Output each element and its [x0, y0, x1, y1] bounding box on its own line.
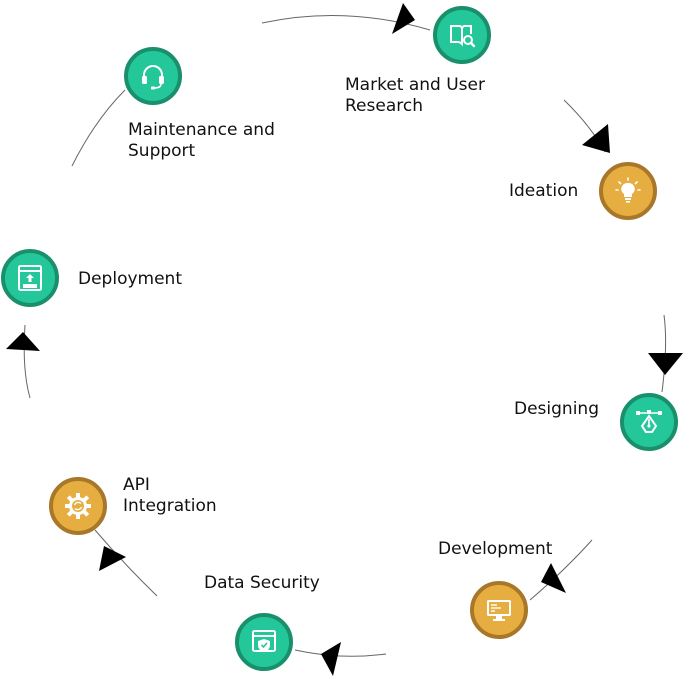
maintenance-label-line-1: Maintenance and: [128, 120, 275, 140]
development-label: Development: [438, 539, 552, 560]
arrow-to-designing: [648, 353, 683, 375]
arrow-to-api: [99, 546, 126, 571]
arrow-to-deployment: [6, 332, 40, 351]
gear-sync-icon: [65, 493, 91, 519]
maintenance-label-line-2: Support: [128, 141, 196, 161]
market-research-label-line-1: Market and User: [345, 75, 485, 95]
arrow-to-development: [541, 563, 566, 593]
arc-security-to-api: [94, 529, 158, 597]
lightbulb-icon: [615, 177, 641, 203]
market-research-label-line-2: Research: [345, 96, 423, 116]
data-security-label: Data Security: [204, 573, 320, 594]
deploy-window-icon: [18, 265, 42, 291]
arrow-to-ideation: [582, 124, 610, 153]
arrow-to-security: [321, 642, 341, 676]
ideation-label: Ideation: [509, 181, 578, 202]
api-integration-label: API Integration: [123, 475, 217, 517]
book-search-icon: [450, 25, 476, 48]
monitor-code-icon: [487, 600, 511, 621]
shield-window-icon: [252, 630, 276, 652]
deployment-label-line-1: Deployment: [78, 269, 182, 289]
pen-tool-icon: [636, 410, 662, 433]
arc-ideation-to-designing: [661, 314, 667, 393]
development-node[interactable]: [470, 581, 528, 639]
ideation-node[interactable]: [599, 162, 657, 220]
api-integration-label-line-2: Integration: [123, 496, 217, 516]
designing-label: Designing: [514, 399, 599, 420]
deployment-label: Deployment: [78, 269, 182, 290]
api-integration-node[interactable]: [49, 477, 107, 535]
arc-maintenance-to-market: [261, 14, 431, 31]
arc-designing-to-development: [529, 539, 593, 601]
designing-node[interactable]: [620, 393, 678, 451]
designing-label-line-1: Designing: [514, 399, 599, 419]
market-research-label: Market and User Research: [345, 75, 485, 117]
data-security-node[interactable]: [235, 613, 293, 671]
deployment-node[interactable]: [1, 249, 59, 307]
arrow-to-market: [392, 3, 415, 34]
headset-icon: [142, 65, 164, 90]
maintenance-node[interactable]: [124, 47, 182, 105]
maintenance-label: Maintenance and Support: [128, 120, 275, 162]
arc-api-to-deployment: [23, 324, 31, 399]
api-integration-label-line-1: API: [123, 475, 150, 495]
ideation-label-line-1: Ideation: [509, 181, 579, 201]
market-research-node[interactable]: [433, 6, 491, 64]
development-label-line-1: Development: [438, 539, 553, 559]
data-security-label-line-1: Data Security: [204, 573, 320, 593]
arc-development-to-security: [294, 649, 387, 657]
arc-deployment-to-maintenance: [71, 89, 126, 167]
